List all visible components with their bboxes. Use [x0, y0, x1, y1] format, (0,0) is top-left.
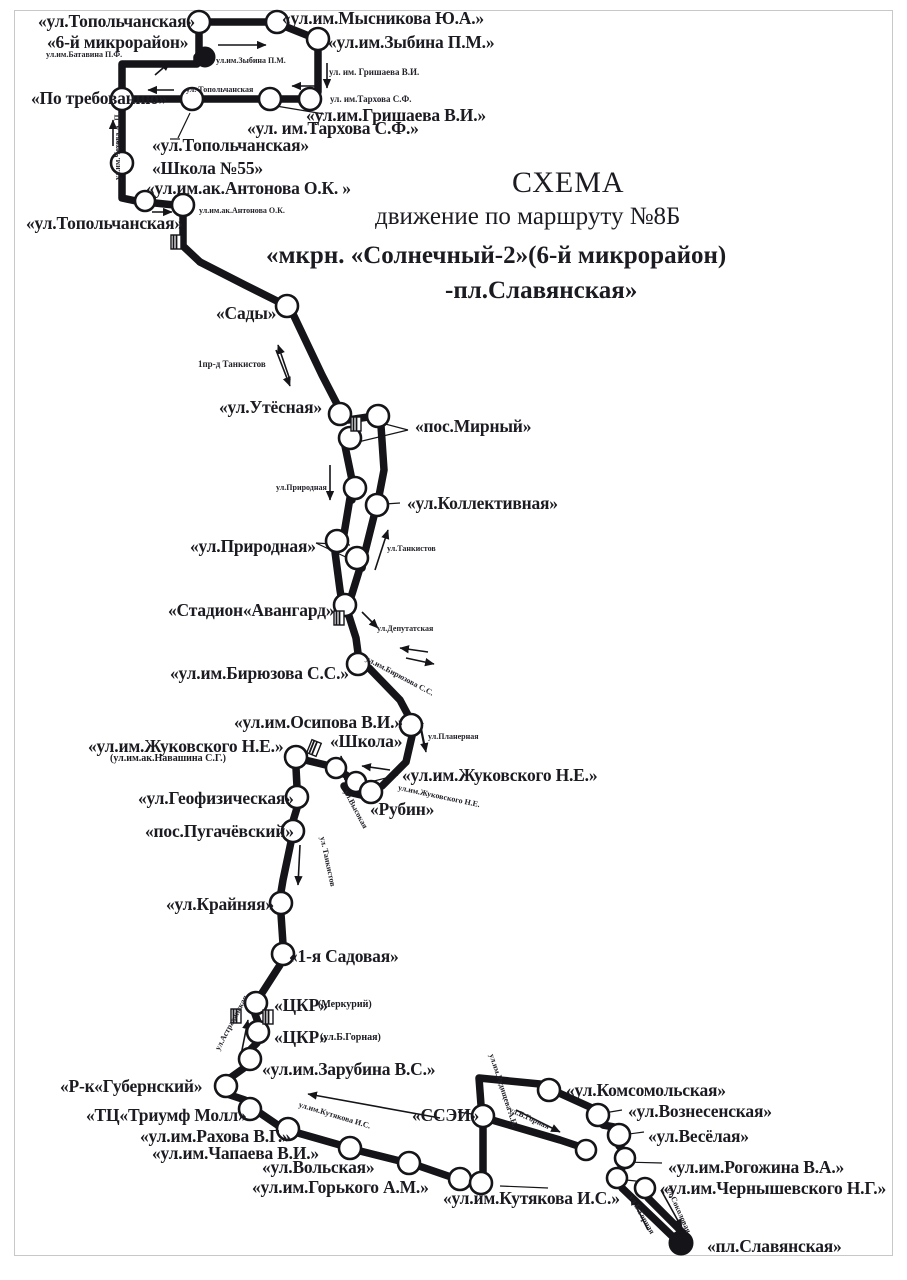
stop-label: (Меркурий) — [318, 999, 372, 1010]
title-line-2: движение по маршруту №8Б — [375, 203, 681, 230]
stop-label: «1-я Садовая» — [289, 946, 399, 966]
street-label: 1пр-д Танкистов — [198, 359, 266, 369]
stop-label: «ул.им.Жуковского Н.Е.» — [402, 765, 598, 785]
stop-label: «По требованию» — [31, 88, 168, 108]
stop-label: «ул.Геофизическая» — [138, 788, 294, 808]
street-label: ул.им.Зыбина П.М. — [216, 56, 286, 65]
stop-label: «Школа №55» — [152, 158, 263, 178]
stop-label: «пл.Славянская» — [707, 1236, 842, 1256]
page-top-margin — [0, 0, 907, 10]
street-label: ул. им. Гришаева В.И. — [329, 67, 420, 77]
stop-label: «ул.им.ак.Антонова О.К. » — [146, 178, 351, 198]
stop-label: «ул.Топольчанская» — [38, 11, 195, 31]
stop-label: «ул.им.Кутякова И.С.» — [443, 1188, 620, 1208]
stop-label: «ул. им.Тархова С.Ф.» — [247, 118, 419, 138]
stop-label: «ТЦ«Триумф Молл» — [86, 1105, 247, 1125]
stop-label: «Рубин» — [370, 799, 435, 819]
stop-label: «ССЭИ» — [412, 1105, 480, 1125]
stop-label: «ул.Природная» — [190, 536, 316, 556]
stop-label: (ул.Б.Горная) — [320, 1032, 381, 1043]
stop-label: «ул.Топольчанская» — [26, 213, 183, 233]
stop-label: «ул.им.Горького А.М.» — [252, 1177, 429, 1197]
street-label: ул.Природная — [276, 483, 327, 492]
stop-label: «ул.им.Чернышевского Н.Г.» — [660, 1178, 887, 1198]
street-label: ул. им.Тархова С.Ф. — [330, 94, 412, 104]
title-line-3: «мкрн. «Солнечный-2»(6-й микрорайон) — [266, 242, 727, 269]
stop-label: «ул.им.Жуковского Н.Е.» — [88, 736, 284, 756]
title-line-1: СХЕМА — [512, 166, 625, 199]
stop-label: «ул.им.Зыбина П.М.» — [328, 32, 495, 52]
stop-label: «пос.Мирный» — [415, 416, 532, 436]
stop-label: «пос.Пугачёвский» — [145, 821, 294, 841]
schematic-frame — [14, 10, 893, 1256]
street-label: ул. Топольчанская — [186, 85, 254, 94]
title-line-4: -пл.Славянская» — [445, 277, 638, 304]
stop-label: «Школа» — [330, 731, 403, 751]
stop-label: «ул.Вольская» — [262, 1157, 375, 1177]
street-label: ул.Депутатская — [377, 624, 434, 633]
stop-label: «Сады» — [216, 303, 277, 323]
stop-label: «ул.Коллективная» — [407, 493, 558, 513]
stop-label: «ул.Крайняя» — [166, 894, 274, 914]
stop-label: «Р-к«Губернский» — [60, 1076, 203, 1096]
stop-label: «ул.Весёлая» — [648, 1126, 749, 1146]
stop-label: «ул.им.Мысникова Ю.А.» — [282, 8, 484, 28]
stop-label: «ул.им.Рахова В.Г.» — [140, 1126, 291, 1146]
stop-label: «ул.Утёсная» — [219, 397, 322, 417]
stop-label: «6-й микрорайон» — [47, 32, 189, 52]
stop-label: «ул.Топольчанская» — [152, 135, 309, 155]
stop-label: «ул.Комсомольская» — [566, 1080, 726, 1100]
stop-label: «ул.им.Осипова В.И.» — [234, 712, 403, 732]
stop-label: «ул.им.Бирюзова С.С.» — [170, 663, 349, 683]
street-label: ул.Танкистов — [387, 544, 436, 553]
street-label: ул.им.ак.Антонова О.К. — [199, 206, 285, 215]
street-label: ул.Планерная — [428, 732, 479, 741]
stop-label: «ул.Вознесенская» — [628, 1101, 772, 1121]
stop-label: «ул.им.Рогожина В.А.» — [668, 1157, 845, 1177]
stop-label: «ЦКР» — [274, 995, 328, 1015]
street-label: ул.им.Батавина П.Ф. — [46, 50, 123, 59]
stop-label: «Стадион«Авангард» — [168, 600, 335, 620]
stop-label: «ул.им.Зарубина В.С.» — [262, 1059, 436, 1079]
stop-label: «ЦКР» — [274, 1027, 328, 1047]
stop-label: (ул.им.ак.Навашина С.Г.) — [110, 753, 226, 764]
street-label: ул.им.Чехова А. П. — [113, 112, 122, 180]
stop-label: «ул.им.Чапаева В.И.» — [152, 1143, 319, 1163]
stop-label: «ул.им.Гришаева В.И.» — [306, 105, 486, 125]
